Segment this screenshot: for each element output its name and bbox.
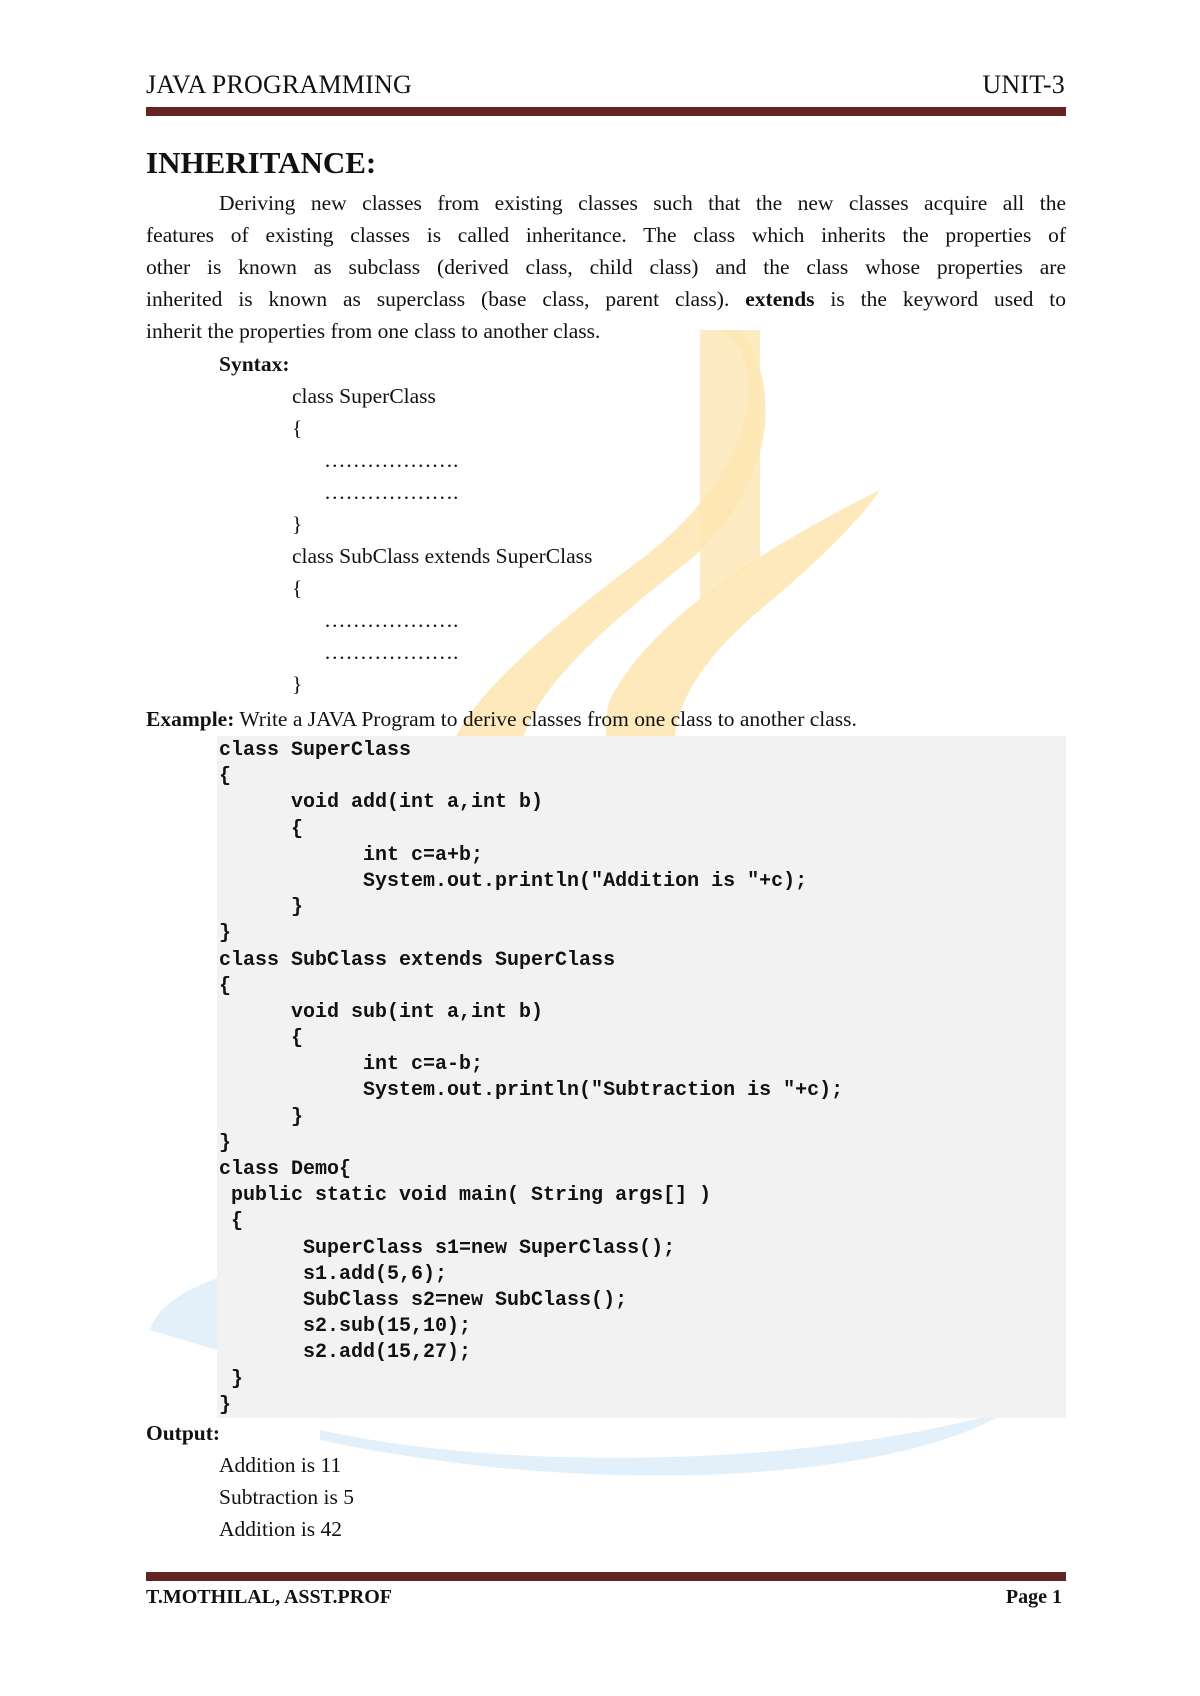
- example-text: Write a JAVA Program to derive classes f…: [234, 707, 857, 731]
- keyword-extends: extends: [745, 287, 815, 311]
- example-label: Example:: [146, 707, 235, 731]
- example-statement: Example: Write a JAVA Program to derive …: [146, 703, 857, 735]
- code-line: System.out.println("Addition is "+c);: [219, 869, 808, 893]
- paragraph-line: features of existing classes is called i…: [146, 223, 1066, 247]
- watermark-gold-bar: [700, 330, 760, 600]
- paragraph-line: inherit the properties from one class to…: [146, 319, 601, 343]
- syntax-line: ……………….: [324, 448, 459, 472]
- output-label: Output:: [146, 1421, 221, 1445]
- paragraph-line: other is known as subclass (derived clas…: [146, 255, 1066, 279]
- paragraph-text: is the keyword used to: [814, 287, 1067, 311]
- code-line: }: [219, 1367, 244, 1391]
- code-line: {: [219, 765, 232, 789]
- header-course-title: JAVA PROGRAMMING: [146, 70, 412, 99]
- syntax-label: Syntax:: [219, 352, 290, 376]
- paragraph-line: Deriving new classes from existing class…: [219, 191, 1066, 215]
- code-line: }: [219, 896, 304, 920]
- syntax-line: ……………….: [324, 640, 459, 664]
- watermark-blue-arc: [320, 1410, 1010, 1476]
- paragraph-line: inherited is known as superclass (base c…: [146, 283, 1066, 315]
- code-line: void add(int a,int b): [219, 791, 544, 815]
- code-line: {: [219, 817, 304, 841]
- code-line: class SuperClass: [219, 739, 412, 762]
- code-line: System.out.println("Subtraction is "+c);: [219, 1079, 844, 1103]
- syntax-line: {: [292, 576, 303, 600]
- code-line: int c=a+b;: [219, 843, 484, 867]
- footer-page-number: Page 1: [1005, 1586, 1062, 1608]
- code-line: }: [219, 1131, 232, 1155]
- code-line: {: [219, 974, 232, 998]
- code-line: class Demo{: [219, 1158, 352, 1181]
- code-line: int c=a-b;: [219, 1053, 484, 1077]
- code-line: }: [219, 1105, 304, 1129]
- code-line: SuperClass s1=new SuperClass();: [219, 1236, 676, 1260]
- syntax-line: ……………….: [324, 608, 459, 632]
- code-line: void sub(int a,int b): [219, 1000, 544, 1024]
- syntax-block: class SuperClass { ………………. ………………. } cla…: [292, 380, 592, 700]
- code-line: s2.sub(15,10);: [219, 1315, 472, 1339]
- code-line: }: [219, 1393, 232, 1417]
- code-line: {: [219, 1210, 244, 1234]
- output-line: Addition is 11: [219, 1453, 342, 1477]
- code-line: SubClass s2=new SubClass();: [219, 1288, 628, 1312]
- code-line: }: [219, 922, 232, 946]
- output-lines: Addition is 11 Subtraction is 5 Addition…: [219, 1449, 354, 1545]
- code-line: {: [219, 1027, 304, 1051]
- intro-paragraph: Deriving new classes from existing class…: [146, 187, 1066, 347]
- paragraph-text: inherited is known as superclass (base c…: [146, 287, 746, 311]
- watermark-gold-swoosh-1: [450, 330, 766, 760]
- section-title: INHERITANCE:: [146, 145, 377, 180]
- header-unit: UNIT-3: [982, 70, 1065, 99]
- output-line: Addition is 42: [219, 1517, 343, 1541]
- footer-rule: [146, 1572, 1066, 1581]
- code-line: s1.add(5,6);: [219, 1262, 448, 1286]
- syntax-line: {: [292, 416, 303, 440]
- syntax-line: class SubClass extends SuperClass: [292, 544, 593, 568]
- syntax-line: ……………….: [324, 480, 459, 504]
- code-line: class SubClass extends SuperClass: [219, 948, 616, 972]
- output-line: Subtraction is 5: [219, 1485, 354, 1509]
- code-line: s2.add(15,27);: [219, 1341, 472, 1365]
- code-line: public static void main( String args[] ): [219, 1184, 712, 1208]
- syntax-line: }: [292, 672, 303, 696]
- watermark-gold-swoosh-2: [605, 490, 880, 770]
- syntax-line: }: [292, 512, 303, 536]
- syntax-line: class SuperClass: [292, 384, 436, 408]
- code-block-background: [217, 736, 1066, 1418]
- code-block: class SuperClass{ void add(int a,int b) …: [219, 738, 843, 1419]
- header-rule: [146, 107, 1066, 116]
- footer-author: T.MOTHILAL, ASST.PROF: [146, 1586, 392, 1608]
